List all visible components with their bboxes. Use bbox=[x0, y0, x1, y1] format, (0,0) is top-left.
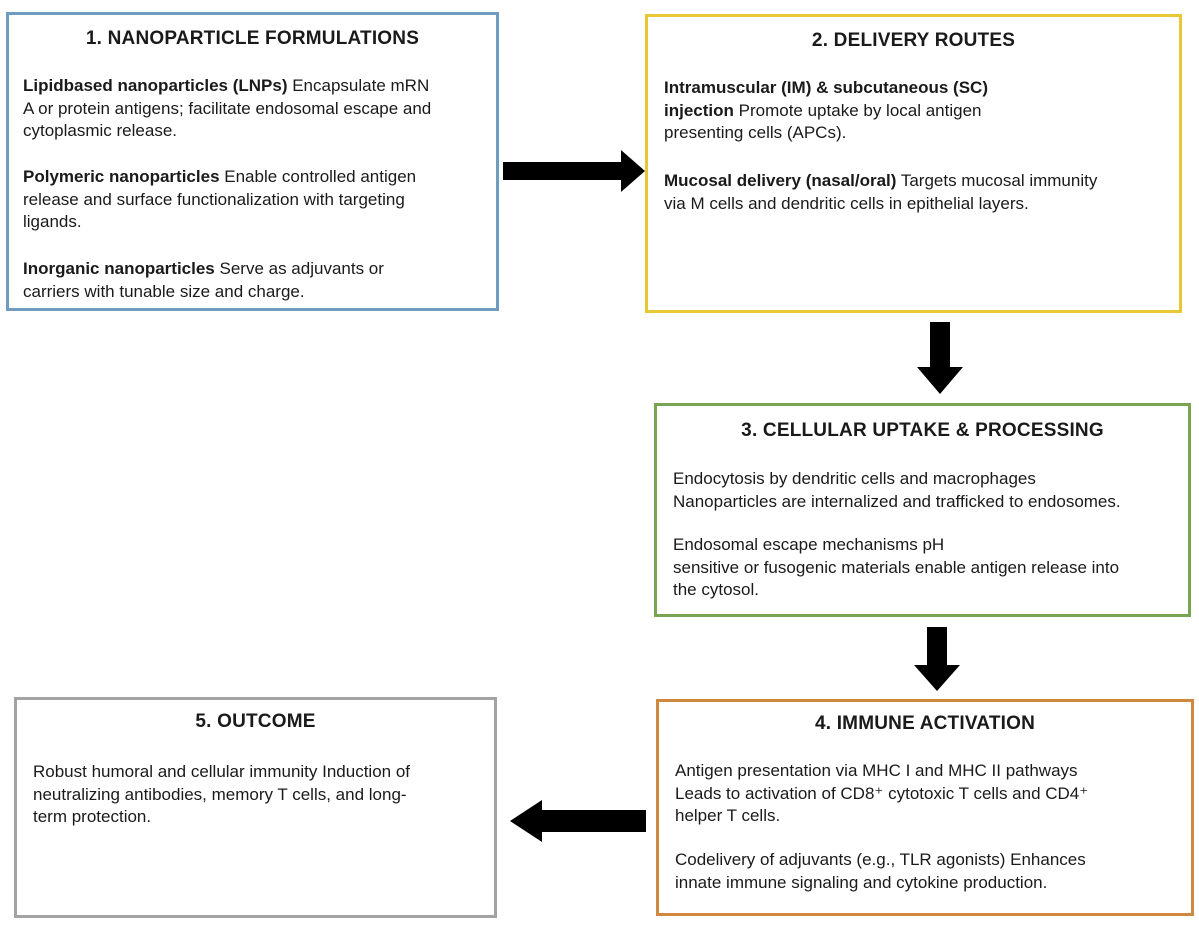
box2-title: 2. DELIVERY ROUTES bbox=[811, 30, 1016, 51]
box4-item-antigen-presentation: Antigen presentation via MHC I and MHC I… bbox=[675, 761, 1089, 825]
box5-title: 5. OUTCOME bbox=[195, 711, 316, 732]
arrow-left-icon bbox=[510, 800, 646, 842]
box2-item-injection: Intramuscular (IM) & subcutaneous (SC) i… bbox=[664, 78, 988, 142]
box1-item-polymeric: Polymeric nanoparticles Enable controlle… bbox=[23, 167, 417, 231]
box3-item-endosomal-escape: Endosomal escape mechanisms pH sensitive… bbox=[673, 535, 1120, 599]
arrow-right-icon bbox=[503, 150, 645, 192]
box1-title: 1. NANOPARTICLE FORMULATIONS bbox=[85, 28, 420, 49]
box4-title: 4. IMMUNE ACTIVATION bbox=[814, 713, 1036, 734]
outcome-box: 5. OUTCOME Robust humoral and cellular i… bbox=[14, 697, 497, 918]
box2-item-mucosal: Mucosal delivery (nasal/oral) Targets mu… bbox=[664, 171, 1098, 213]
box1-item-lnp: Lipidbased nanoparticles (LNPs) Encapsul… bbox=[23, 76, 432, 140]
nanoparticle-formulations-box: 1. NANOPARTICLE FORMULATIONS Lipidbased … bbox=[6, 12, 499, 311]
box5-item-outcome: Robust humoral and cellular immunity Ind… bbox=[33, 762, 411, 826]
arrow-down-icon bbox=[914, 627, 960, 691]
arrow-down-icon bbox=[917, 322, 963, 394]
delivery-routes-box: 2. DELIVERY ROUTES Intramuscular (IM) & … bbox=[645, 14, 1182, 313]
box3-item-endocytosis: Endocytosis by dendritic cells and macro… bbox=[673, 469, 1121, 511]
immune-activation-box: 4. IMMUNE ACTIVATION Antigen presentatio… bbox=[656, 699, 1194, 916]
box1-item-inorganic: Inorganic nanoparticles Serve as adjuvan… bbox=[23, 259, 384, 301]
box4-item-codelivery: Codelivery of adjuvants (e.g., TLR agoni… bbox=[675, 850, 1086, 892]
box3-title: 3. CELLULAR UPTAKE & PROCESSING bbox=[741, 420, 1104, 441]
cellular-uptake-box: 3. CELLULAR UPTAKE & PROCESSING Endocyto… bbox=[654, 403, 1191, 617]
